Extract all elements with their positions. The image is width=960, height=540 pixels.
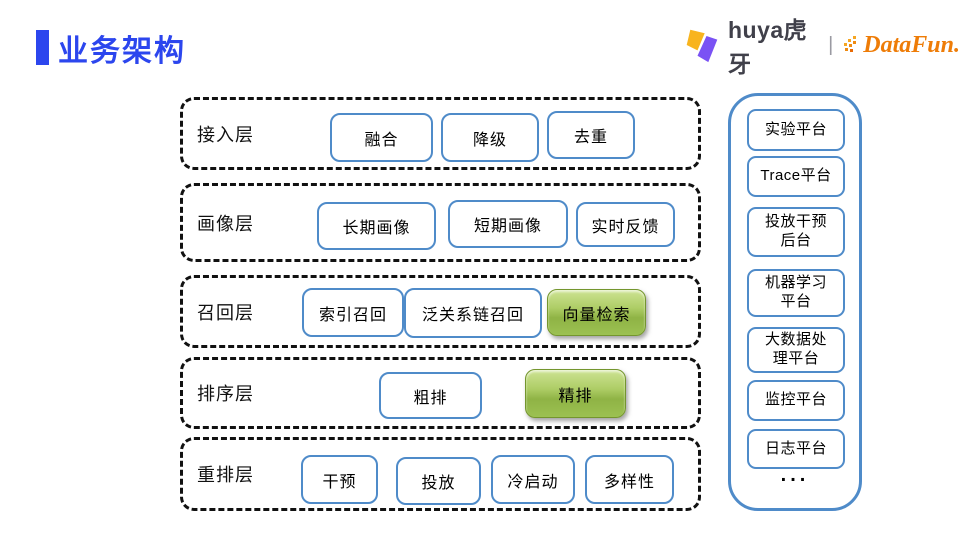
- huya-logo-text: huya虎牙: [728, 17, 808, 77]
- huya-logo-icon: [684, 26, 720, 64]
- logo-area: huya虎牙 | DataFun.: [684, 17, 960, 77]
- node-relation-chain-recall: 泛关系链召回: [404, 288, 542, 338]
- node-fine-rank: 精排: [525, 369, 626, 418]
- profile-layer-row: 画像层 长期画像 短期画像 实时反馈: [180, 183, 701, 262]
- datafun-logo-text: DataFun.: [863, 31, 960, 58]
- layer-label: 重排层: [197, 465, 254, 485]
- node-realtime-feedback: 实时反馈: [576, 202, 675, 247]
- node-index-recall: 索引召回: [302, 288, 404, 337]
- recall-layer-row: 召回层 索引召回 泛关系链召回 向量检索: [180, 275, 701, 348]
- node-ronghe: 融合: [330, 113, 433, 162]
- platform-logging: 日志平台: [747, 429, 845, 469]
- platform-delivery-intervention-backend: 投放干预 后台: [747, 207, 845, 257]
- layer-label: 画像层: [197, 213, 254, 234]
- node-intervention: 干预: [301, 455, 378, 504]
- ranking-layer-row: 排序层 粗排 精排: [180, 357, 701, 429]
- access-layer-row: 接入层 融合 降级 去重: [180, 97, 701, 170]
- node-vector-search: 向量检索: [547, 289, 646, 336]
- node-diversity: 多样性: [585, 455, 674, 504]
- node-cold-start: 冷启动: [491, 455, 575, 504]
- node-coarse-rank: 粗排: [379, 372, 482, 419]
- node-delivery: 投放: [396, 457, 481, 505]
- platform-big-data-processing: 大数据处 理平台: [747, 327, 845, 373]
- layer-label: 接入层: [197, 124, 254, 145]
- node-shortterm-profile: 短期画像: [448, 200, 568, 248]
- platform-monitoring: 监控平台: [747, 380, 845, 421]
- node-quzhong: 去重: [547, 111, 635, 159]
- page-title: 业务架构: [58, 35, 186, 68]
- node-longterm-profile: 长期画像: [317, 202, 436, 250]
- node-jiangji: 降级: [441, 113, 539, 162]
- platform-experiment: 实验平台: [747, 109, 845, 151]
- platform-machine-learning: 机器学习 平台: [747, 269, 845, 317]
- platform-trace: Trace平台: [747, 156, 845, 197]
- title-accent-bar: [36, 30, 49, 65]
- rerank-layer-row: 重排层 干预 投放 冷启动 多样性: [180, 437, 701, 511]
- layer-label: 排序层: [197, 384, 254, 404]
- logo-separator: |: [828, 33, 834, 56]
- more-ellipsis: ...: [780, 464, 810, 486]
- platform-panel: 实验平台 Trace平台 投放干预 后台 机器学习 平台 大数据处 理平台 监控…: [728, 93, 862, 511]
- layer-label: 召回层: [197, 302, 254, 323]
- datafun-dots-icon: [843, 35, 859, 55]
